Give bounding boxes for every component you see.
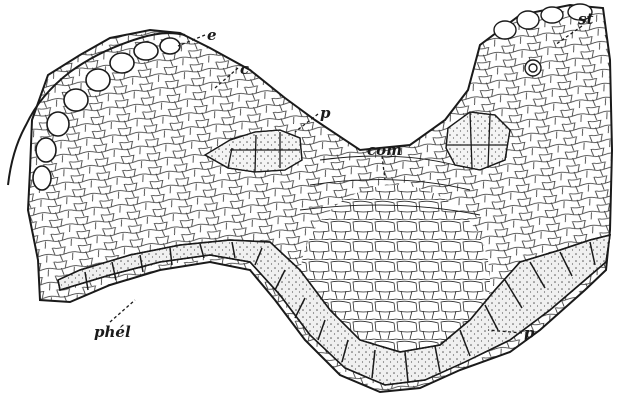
label-com: com [367,143,402,158]
label-p-upper: p [320,106,331,121]
label-c: c [240,62,249,77]
label-st: st [578,12,593,27]
label-p-lower: p [524,326,535,341]
label-phel: phél [94,325,131,340]
label-e: e [207,28,217,43]
